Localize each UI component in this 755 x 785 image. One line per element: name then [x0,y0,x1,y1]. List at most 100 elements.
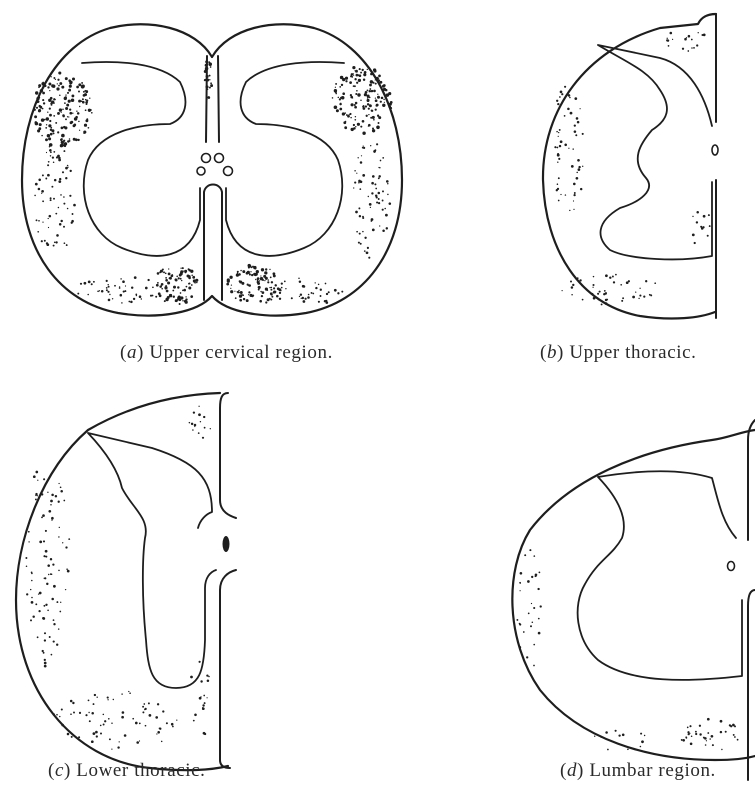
stipple-dot [136,741,139,744]
stipple-dot [64,142,68,146]
stipple-dot [711,735,714,738]
stipple-dot [152,295,154,297]
stipple-dot [173,296,175,298]
stipple-dot [204,427,206,429]
stipple-dot [582,166,583,167]
stipple-dot [71,736,73,738]
stipple-dot [622,734,625,737]
stipple-dot [639,295,641,297]
stipple-dot [66,244,68,246]
stipple-dot [362,105,364,107]
stipple-dot [564,144,567,147]
stipple-dot [516,619,518,621]
stipple-dot [388,92,391,95]
section-a-grey-matter-right [226,62,344,256]
stipple-dot [639,288,640,289]
stipple-dot [390,101,393,104]
stipple-dot [42,99,44,101]
stipple-dot [371,218,374,221]
stipple-dot [576,172,578,174]
stipple-dot [199,661,201,663]
stipple-dot [328,291,330,293]
stipple-dot [171,723,174,726]
stipple-dot [112,298,113,299]
stipple-dot [62,114,65,117]
stipple-dot [368,257,370,259]
stipple-dot [147,279,149,281]
stipple-dot [268,279,269,280]
stipple-dot [206,75,208,77]
stipple-dot [79,712,81,714]
stipple-dot [37,129,40,132]
stipple-dot [41,190,44,193]
stipple-dot [375,97,376,98]
stipple-dot [353,127,356,130]
stipple-dot [47,564,50,567]
stipple-dot [60,486,62,488]
stipple-dot [91,283,93,285]
stipple-dot [537,588,539,590]
stipple-dot [339,86,341,88]
stipple-dot [377,96,380,99]
stipple-dot [687,731,689,733]
stipple-dot [198,432,200,434]
stipple-dot [257,282,260,285]
stipple-dot [582,133,584,135]
stipple-dot [58,85,60,87]
stipple-dot [69,85,72,88]
stipple-dot [571,294,572,295]
stipple-dot [159,728,161,730]
stipple-dot [667,39,669,41]
stipple-dot [50,97,53,100]
stipple-dot [318,284,320,286]
stipple-dot [302,297,304,299]
stipple-dot [356,90,358,92]
stipple-dot [111,722,112,723]
stipple-dot [273,292,275,294]
stipple-dot [367,90,369,92]
stipple-dot [357,123,360,126]
stipple-dot [363,78,365,80]
stipple-dot [190,295,193,298]
stipple-dot [123,291,125,293]
stipple-dot [183,270,184,271]
stipple-dot [389,202,392,205]
stipple-dot [152,286,154,288]
stipple-dot [539,572,541,574]
stipple-dot [81,85,85,89]
stipple-dot [206,63,208,65]
stipple-dot [261,295,263,297]
stipple-dot [339,103,341,105]
stipple-dot [273,272,276,275]
stipple-dot [43,540,45,542]
stipple-dot [620,284,622,286]
stipple-dot [122,711,125,714]
stipple-dot [59,223,62,226]
stipple-dot [158,292,161,295]
stipple-dot [564,115,566,117]
stipple-dot [352,66,355,69]
stipple-dot [365,105,367,107]
stipple-dot [524,554,526,556]
stipple-dot [733,734,735,736]
stipple-dot [109,738,111,740]
stipple-dot [367,247,369,249]
stipple-dot [599,291,601,293]
stipple-dot [62,542,63,543]
stipple-dot [38,188,41,191]
stipple-dot [643,296,645,298]
stipple-dot [523,631,525,633]
stipple-dot [592,293,593,294]
stipple-dot [128,301,130,303]
stipple-dot [374,149,376,151]
stipple-dot [84,93,87,96]
stipple-dot [709,738,711,740]
stipple-dot [560,194,561,195]
stipple-dot [61,134,65,138]
stipple-dot [270,277,272,279]
stipple-dot [176,719,177,720]
stipple-dot [161,288,163,290]
stipple-dot [638,298,639,299]
section-b-central-canal [712,145,718,155]
stipple-dot [78,100,81,103]
